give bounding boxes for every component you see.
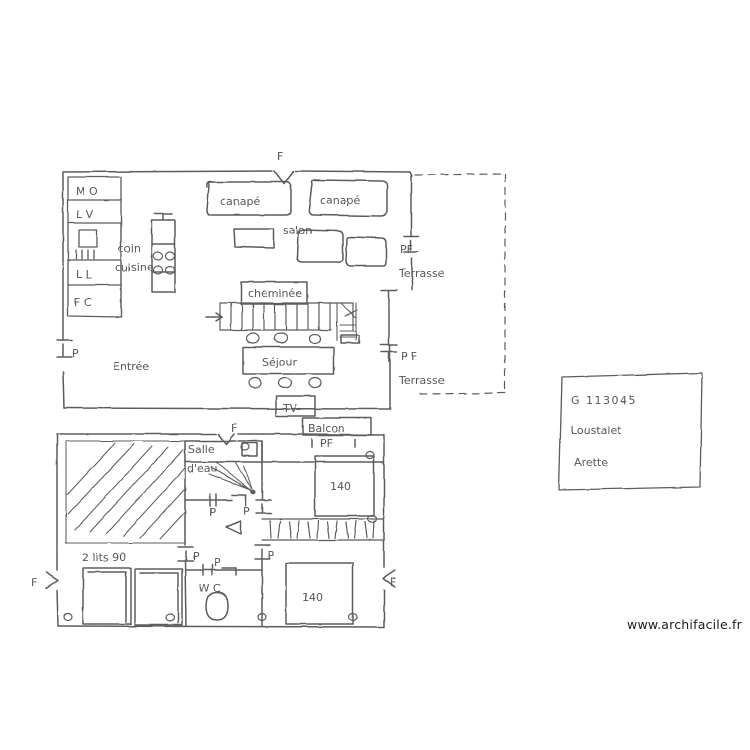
- note-card-line-2: Loustalet: [571, 424, 622, 437]
- door-marker-entree: [56, 339, 73, 358]
- sejour-table: [242, 346, 335, 375]
- label-salle: Salle: [188, 443, 215, 456]
- opening-pf-terrasse-upper: [380, 235, 420, 346]
- label-canape-right: canapé: [320, 194, 360, 207]
- label-salon: salon: [283, 224, 312, 237]
- label-pf-upper: PF: [400, 243, 413, 256]
- label-door-passage: P: [243, 505, 250, 518]
- note-card-line-3: Arette: [574, 456, 608, 469]
- label-deau: d'eau: [187, 462, 218, 475]
- sofa-right: [308, 179, 388, 217]
- window-marker-upper-top: [273, 170, 295, 185]
- label-wc: W C: [199, 582, 221, 595]
- direction-triangle: [225, 520, 242, 535]
- label-bed-140-top: 140: [330, 480, 351, 493]
- label-appliance-fc: F C: [74, 296, 92, 309]
- label-door-chambre: P: [268, 549, 275, 562]
- dining-chairs: [152, 251, 176, 275]
- label-cuisine: cuisine: [115, 261, 154, 274]
- wc-area: [185, 559, 263, 627]
- balcon-box: [302, 417, 372, 436]
- plan-text-labels: M O L V L L F C coin cuisine canapé cana…: [31, 150, 637, 604]
- door-marker-couloir: [177, 546, 194, 562]
- window-marker-lower-right: [382, 569, 396, 588]
- tv-box: [275, 395, 316, 417]
- label-cheminee: cheminée: [248, 287, 302, 300]
- note-card-border: [558, 372, 703, 491]
- bedroom-bottom-right: [285, 562, 354, 625]
- opening-pf-terrasse-lower: [380, 351, 398, 363]
- label-pf-balcon: PF: [320, 437, 333, 450]
- label-window-lower-top: F: [231, 422, 237, 435]
- side-table: [340, 334, 360, 344]
- label-door-couloir: P: [193, 550, 200, 563]
- bed-90-right: [134, 568, 183, 626]
- sofa-left: [206, 180, 292, 216]
- label-pf-lower: P F: [401, 350, 417, 363]
- cheminee-box: [240, 281, 308, 305]
- label-terrasse-upper: Terrasse: [398, 267, 445, 280]
- label-terrasse-lower: Terrasse: [398, 374, 445, 387]
- salle-deau-walls: [184, 440, 263, 501]
- armchair-2: [345, 236, 387, 267]
- stair-upper-landing: [336, 302, 358, 341]
- opening-pf-balcon: [311, 438, 356, 448]
- stair-run: [219, 302, 354, 331]
- bathroom-sink: [241, 442, 258, 457]
- label-canape-left: canapé: [220, 195, 260, 208]
- door-marker-passage: [255, 499, 272, 514]
- label-tv: TV: [282, 402, 298, 415]
- shower-spray: [208, 461, 256, 495]
- corridor-hatch: [261, 518, 385, 541]
- label-appliance-ll: L L: [76, 268, 93, 281]
- label-balcon: Balcon: [308, 422, 345, 435]
- hatched-area: [65, 440, 186, 544]
- lower-floor-walls: [56, 433, 385, 628]
- label-coin: coin: [118, 242, 141, 255]
- bed-90-left: [82, 567, 132, 625]
- upper-floor-walls: [62, 170, 413, 410]
- label-door-entree: P: [72, 347, 79, 360]
- label-beds-90: 2 lits 90: [82, 551, 126, 564]
- note-card-line-1: G 113045: [571, 394, 637, 407]
- sejour-chairs: [246, 332, 322, 389]
- label-bed-140-bottom: 140: [302, 591, 323, 604]
- stair-direction-arrow: [205, 312, 223, 322]
- label-appliance-lv: L V: [76, 208, 94, 221]
- label-window-lower-left: F: [31, 576, 37, 589]
- terrasse-dashed-boundary: [414, 173, 506, 395]
- door-marker-chambre: [254, 544, 271, 560]
- dining-table: [151, 213, 176, 293]
- label-window-top-upper: F: [277, 150, 283, 163]
- watermark: www.archifacile.fr: [627, 617, 742, 632]
- label-door-wc: P: [214, 556, 221, 569]
- label-sejour: Séjour: [262, 356, 298, 369]
- armchair-1: [296, 229, 344, 263]
- coffee-table: [233, 228, 275, 249]
- window-marker-lower-top: [217, 433, 235, 445]
- door-marker-salle-deau: [184, 493, 247, 507]
- label-door-salle-deau: P: [209, 506, 216, 519]
- window-marker-lower-left: [45, 571, 59, 589]
- label-window-lower-right: F: [390, 576, 396, 589]
- bedroom-top-right: [261, 455, 385, 517]
- label-appliance-mo: M O: [76, 185, 98, 198]
- label-entree: Entrée: [113, 360, 149, 373]
